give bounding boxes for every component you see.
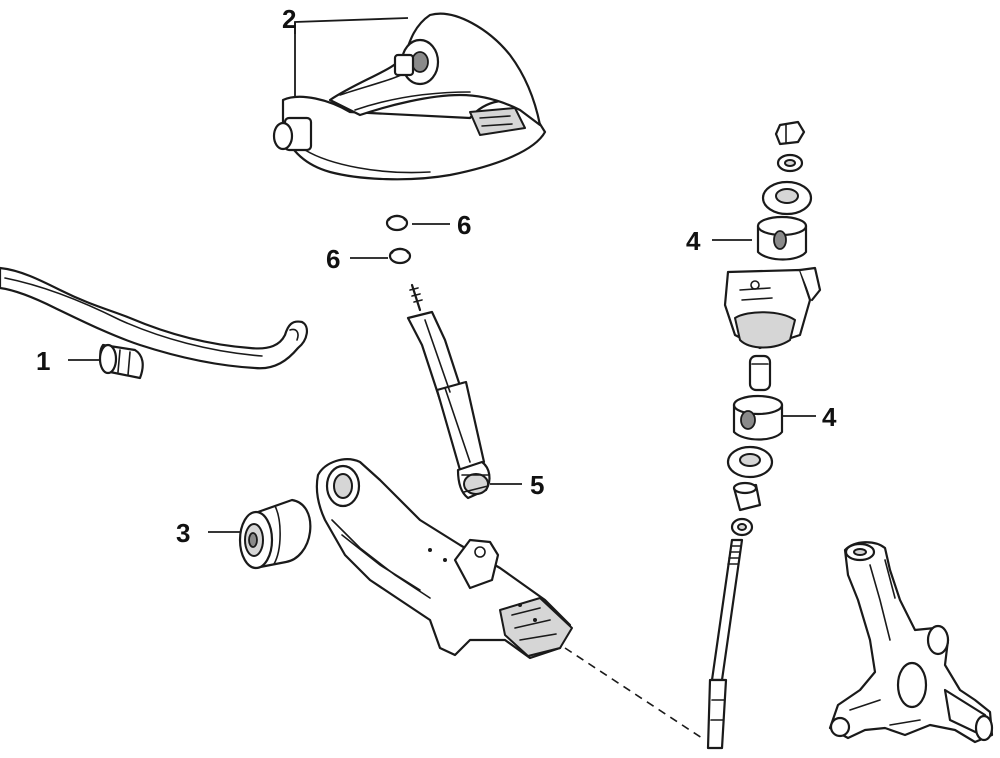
svg-text:4: 4 bbox=[822, 402, 837, 432]
svg-text:4: 4 bbox=[686, 226, 701, 256]
shock-absorber bbox=[406, 283, 491, 500]
svg-text:2: 2 bbox=[282, 4, 296, 34]
callout-2: 2 bbox=[282, 4, 409, 98]
svg-text:3: 3 bbox=[176, 518, 190, 548]
upper-control-arm bbox=[272, 12, 547, 181]
lower-arm-bushing bbox=[238, 498, 312, 570]
strut-bar-rod bbox=[706, 538, 744, 750]
callout-6-lower: 6 bbox=[326, 244, 388, 274]
strut-nut-second bbox=[776, 153, 804, 173]
strut-washer-lower bbox=[726, 445, 774, 479]
shock-bushing-lower bbox=[388, 247, 412, 265]
svg-text:6: 6 bbox=[326, 244, 340, 274]
callout-3: 3 bbox=[176, 518, 240, 548]
callout-4-lower: 4 bbox=[782, 402, 837, 432]
strut-bushing-upper bbox=[756, 215, 808, 261]
svg-text:5: 5 bbox=[530, 470, 544, 500]
callout-6-upper: 6 bbox=[412, 210, 471, 240]
callout-5: 5 bbox=[490, 470, 544, 500]
strut-nut-top bbox=[774, 120, 806, 146]
svg-text:1: 1 bbox=[36, 346, 50, 376]
strut-collar bbox=[732, 481, 762, 512]
strut-bar-alignment-line bbox=[564, 647, 706, 741]
strut-bushing-lower bbox=[732, 394, 784, 441]
strut-nut-bottom bbox=[730, 517, 754, 537]
callout-1: 1 bbox=[36, 346, 100, 376]
lower-control-arm bbox=[315, 458, 573, 660]
steering-knuckle bbox=[828, 541, 994, 744]
svg-text:6: 6 bbox=[457, 210, 471, 240]
strut-bracket bbox=[723, 266, 822, 350]
strut-spacer bbox=[748, 354, 772, 392]
callout-4-upper: 4 bbox=[686, 226, 752, 256]
stabilizer-bushing bbox=[98, 343, 144, 380]
stabilizer-bar bbox=[0, 266, 308, 370]
strut-washer-top bbox=[761, 180, 813, 216]
shock-bushing-upper bbox=[385, 214, 409, 232]
